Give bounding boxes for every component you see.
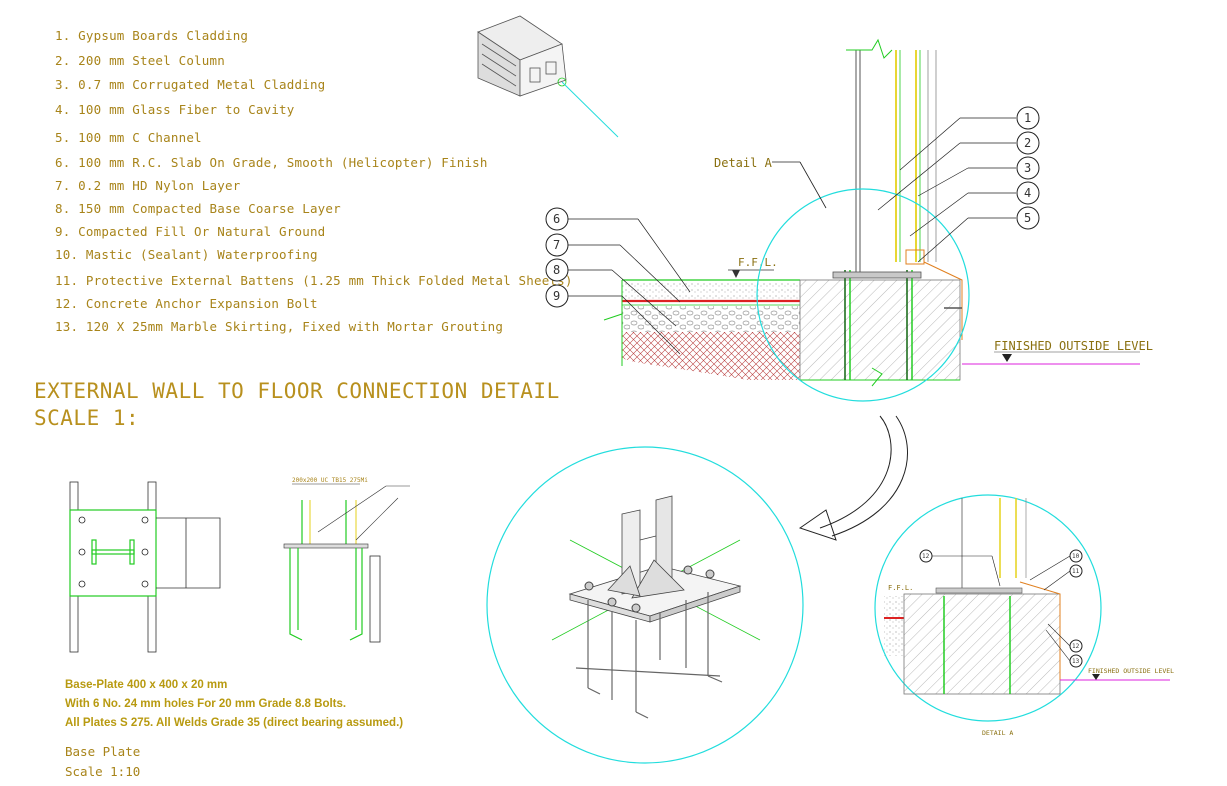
legend-item: 11. Protective External Battens (1.25 mm… bbox=[55, 272, 573, 288]
callouts-left: 6 7 8 9 bbox=[545, 207, 691, 355]
small-finished-outside-level: FINISHED OUTSIDE LEVEL bbox=[1088, 667, 1174, 675]
base-plate-caption: Base Plate Scale 1:10 bbox=[65, 742, 140, 782]
detail-a-circle bbox=[756, 188, 970, 402]
legend-item: 7. 0.2 mm HD Nylon Layer bbox=[55, 177, 241, 193]
base-plate-elevation: 200x200 UC TB15 275Mi bbox=[283, 477, 410, 643]
base-plate-scale: Scale 1:10 bbox=[65, 764, 141, 779]
legend-item: 13. 120 X 25mm Marble Skirting, Fixed wi… bbox=[55, 318, 504, 334]
finished-outside-level-label: FINISHED OUTSIDE LEVEL bbox=[994, 339, 1153, 353]
legend-item: 4. 100 mm Glass Fiber to Cavity bbox=[55, 101, 295, 117]
callout-4: 4 bbox=[1024, 186, 1031, 200]
small-detail-a-label: DETAIL A bbox=[982, 729, 1013, 737]
arrow-icon bbox=[819, 415, 892, 529]
small-callout: 10 bbox=[1072, 553, 1080, 560]
drawing-title: EXTERNAL WALL TO FLOOR CONNECTION DETAIL… bbox=[34, 378, 560, 432]
callout-7: 7 bbox=[553, 238, 560, 252]
small-callout: 12 bbox=[922, 553, 930, 560]
title-line: EXTERNAL WALL TO FLOOR CONNECTION DETAIL bbox=[34, 379, 560, 403]
isometric-base-plate bbox=[486, 446, 804, 764]
small-ffl: F.F.L. bbox=[888, 584, 913, 592]
legend-item: 3. 0.7 mm Corrugated Metal Cladding bbox=[55, 77, 326, 93]
legend-item: 5. 100 mm C Channel bbox=[55, 130, 202, 146]
legend-item: 10. Mastic (Sealant) Waterproofing bbox=[55, 246, 318, 262]
note-line: With 6 No. 24 mm holes For 20 mm Grade 8… bbox=[65, 698, 347, 710]
leader-line bbox=[561, 81, 619, 138]
house-icon bbox=[477, 15, 567, 97]
material-legend: 1. Gypsum Boards Cladding 2. 200 mm Stee… bbox=[55, 24, 573, 338]
small-callout: 11 bbox=[1072, 568, 1080, 575]
detail-a-small: FINISHED OUTSIDE LEVEL F.F.L. DETAIL A 1… bbox=[874, 494, 1174, 737]
callout-1: 1 bbox=[1024, 111, 1031, 125]
callout-3: 3 bbox=[1024, 161, 1031, 175]
callouts-right: 1 2 3 4 5 bbox=[877, 106, 1040, 263]
legend-item: 8. 150 mm Compacted Base Coarse Layer bbox=[55, 200, 341, 216]
callout-6: 6 bbox=[553, 212, 560, 226]
base-plate-plan bbox=[69, 481, 221, 653]
wall-floor-section: F.F.L. FINISHED OUTSIDE LEVEL Detail A bbox=[603, 38, 1153, 402]
section-tag: 200x200 UC TB15 275Mi bbox=[292, 477, 368, 484]
scale-line: SCALE 1: bbox=[34, 406, 140, 430]
callout-5: 5 bbox=[1024, 211, 1031, 225]
note-line: All Plates S 275. All Welds Grade 35 (di… bbox=[65, 717, 404, 729]
legend-item: 2. 200 mm Steel Column bbox=[55, 52, 225, 68]
ffl-label: F.F.L. bbox=[738, 256, 778, 269]
base-plate-title: Base Plate bbox=[65, 744, 141, 759]
callout-8: 8 bbox=[553, 263, 560, 277]
base-plate-notes: Base-Plate 400 x 400 x 20 mm With 6 No. … bbox=[65, 676, 403, 733]
small-callout: 12 bbox=[1072, 643, 1080, 650]
callout-9: 9 bbox=[553, 289, 560, 303]
legend-item: 1. Gypsum Boards Cladding bbox=[55, 28, 249, 43]
legend-item: 12. Concrete Anchor Expansion Bolt bbox=[55, 295, 318, 311]
small-callout: 13 bbox=[1072, 658, 1080, 665]
callout-2: 2 bbox=[1024, 136, 1031, 150]
detail-a-label: Detail A bbox=[714, 156, 773, 170]
legend-item: 9. Compacted Fill Or Natural Ground bbox=[55, 223, 326, 239]
legend-item: 6. 100 mm R.C. Slab On Grade, Smooth (He… bbox=[55, 154, 488, 170]
note-line: Base-Plate 400 x 400 x 20 mm bbox=[65, 679, 228, 691]
